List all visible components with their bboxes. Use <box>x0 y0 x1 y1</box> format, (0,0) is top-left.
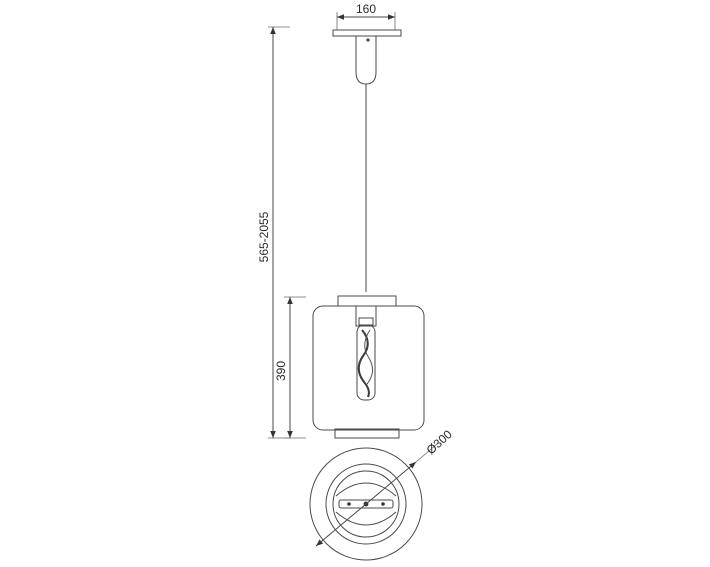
glass-shade <box>312 295 425 439</box>
canopy-width-dimension: 160 <box>336 2 396 30</box>
canopy-width-label: 160 <box>356 2 376 16</box>
total-height-label: 565-2055 <box>257 211 271 262</box>
ceiling-canopy <box>332 29 402 85</box>
total-height-dimension: 565-2055 <box>257 26 290 439</box>
diameter-label: Ø300 <box>424 427 455 457</box>
shade-height-label: 390 <box>274 361 288 381</box>
diameter-dimension: Ø300 <box>315 427 455 547</box>
filament-bulb <box>356 324 376 401</box>
shade-height-dimension: 390 <box>274 296 306 439</box>
